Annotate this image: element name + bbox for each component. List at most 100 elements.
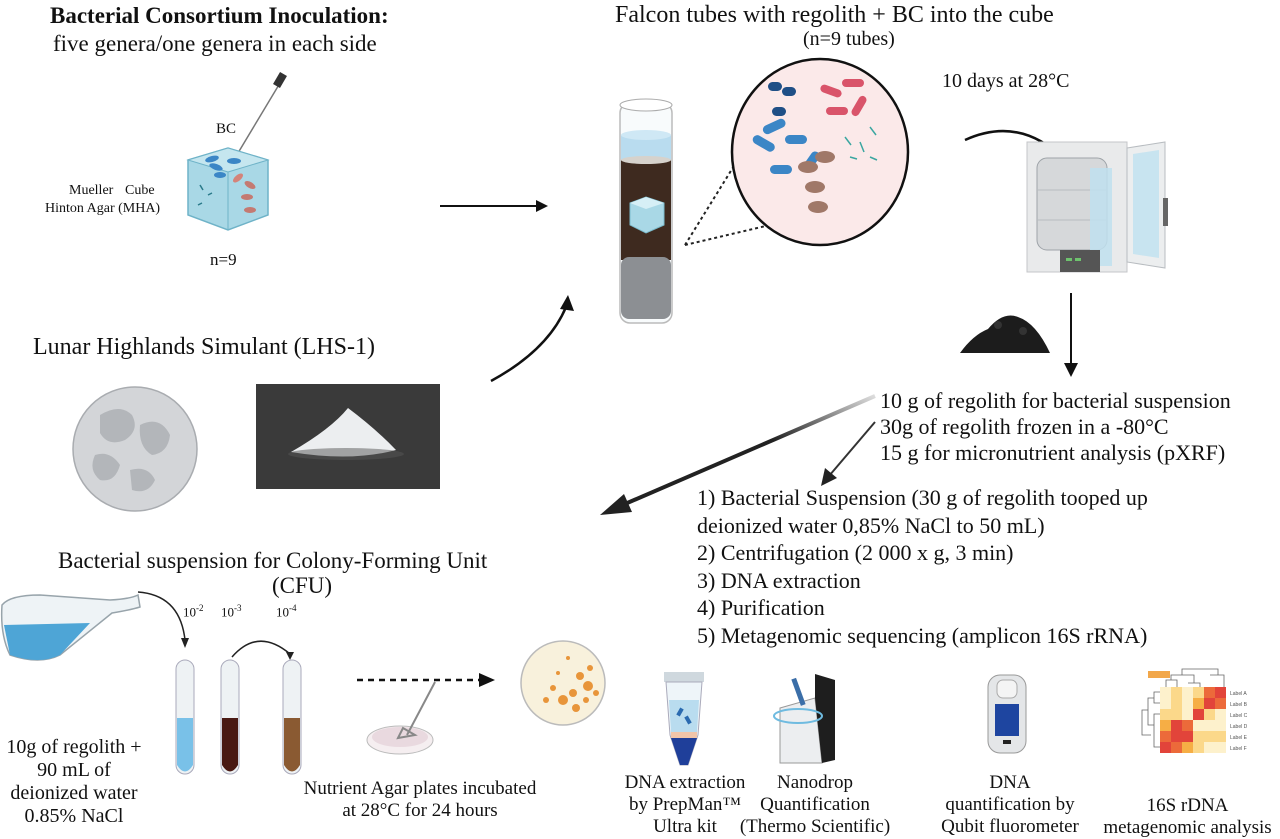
caption-line: DNA extraction — [624, 772, 746, 793]
regolith-powder-photo — [256, 384, 440, 489]
protocol-step: 3) DNA extraction — [697, 567, 861, 593]
heatmap-cell — [1204, 742, 1215, 753]
regolith-allocation-item: 30g of regolith frozen in a -80°C — [880, 414, 1169, 439]
heatmap-row-label: Label E — [1230, 735, 1248, 741]
dilution-label: 10-2 — [183, 603, 204, 620]
bacterium — [244, 181, 256, 189]
needle-hub — [273, 71, 287, 89]
heatmap-color-key — [1148, 671, 1170, 678]
colony-plate — [520, 640, 606, 726]
falcon-tube-illustration — [619, 98, 673, 324]
heatmap-cell — [1182, 698, 1193, 709]
protocol-step: 4) Purification — [697, 595, 825, 620]
heatmap-row-label: Label D — [1230, 724, 1248, 730]
heatmap-cell — [1215, 687, 1226, 698]
protocol-step: 2) Centrifugation (2 000 x g, 3 min) — [697, 540, 1014, 565]
heatmap-cell — [1182, 687, 1193, 698]
bacterium — [244, 207, 256, 213]
arrow-to-protocol — [821, 421, 876, 486]
falcon-subtitle: (n=9 tubes) — [803, 28, 895, 50]
suspension-line: deionized water — [10, 782, 138, 804]
caption-line: quantification by — [945, 794, 1075, 815]
pour-arrow — [137, 591, 189, 648]
caption-line: by PrepMan™ — [628, 794, 742, 815]
heatmap-cell — [1171, 687, 1182, 698]
bacteria-group-brown — [798, 151, 835, 213]
regolith-allocation-item: 15 g for micronutrient analysis (pXRF) — [880, 440, 1226, 465]
caption-line: metagenomic analysis — [1103, 817, 1272, 838]
heatmap-row-label: Label C — [1230, 713, 1248, 719]
suspension-composition-label: 10g of regolith + 90 mL of deionized wat… — [0, 736, 148, 828]
tool-caption-qubit: DNA quantification by Qubit fluorometer — [925, 772, 1095, 838]
heatmap-cell — [1182, 709, 1193, 720]
microtube-illustration — [664, 672, 704, 766]
tool-caption-prepman: DNA extraction by PrepMan™ Ultra kit — [620, 772, 750, 838]
erlenmeyer-flask — [0, 593, 141, 661]
arrow-to-cfu — [600, 394, 876, 515]
falcon-title: Falcon tubes with regolith + BC into the… — [615, 2, 1054, 28]
bacteria-magnified-circle — [730, 57, 910, 247]
heatmap-cell — [1215, 709, 1226, 720]
suspension-line: 90 mL of — [37, 759, 111, 781]
regolith-pile — [960, 315, 1050, 353]
plate-label-line: Nutrient Agar plates incubated — [303, 778, 537, 799]
incubation-duration-label: 10 days at 28°C — [942, 70, 1070, 92]
caption-line: 16S rDNA — [1146, 795, 1229, 816]
heatmap-cell — [1182, 742, 1193, 753]
protocol-steps-list: 1) Bacterial Suspension (30 g of regolit… — [697, 484, 1148, 649]
lhs-title: Lunar Highlands Simulant (LHS-1) — [33, 334, 375, 360]
tool-caption-nanodrop: Nanodrop Quantification (Thermo Scientif… — [730, 772, 900, 838]
bacterium — [241, 194, 253, 200]
bacterium — [205, 155, 219, 163]
bacteria-group-red — [820, 79, 867, 117]
test-tube-dilution-1 — [175, 659, 195, 775]
bacterium — [227, 158, 241, 164]
heatmap-row-label: Label B — [1230, 702, 1248, 708]
cfu-title-line2: (CFU) — [272, 573, 333, 598]
heatmap-cell — [1160, 720, 1171, 731]
cube-label: Cube — [125, 183, 155, 198]
heatmap-cell — [1171, 742, 1182, 753]
heatmap-cell — [1160, 742, 1171, 753]
tube-gravel-layer — [621, 257, 671, 319]
heatmap-cell — [1171, 709, 1182, 720]
test-tube-dilution-2 — [220, 659, 240, 775]
test-tube-dilution-3 — [282, 659, 302, 775]
inoculation-needle — [237, 82, 281, 154]
heatmap-cell — [1204, 687, 1215, 698]
tool-caption-16s: 16S rDNA metagenomic analysis — [1095, 795, 1280, 839]
heatmap-column-dendrogram — [1165, 668, 1225, 687]
incubator-illustration — [1026, 141, 1168, 273]
agar-cube-illustration — [186, 71, 287, 231]
heatmap-cell — [1204, 709, 1215, 720]
dilution-label: 10-3 — [221, 603, 242, 620]
regolith-allocation-item: 10 g of regolith for bacterial suspensio… — [880, 388, 1231, 413]
heatmap-cell — [1160, 698, 1171, 709]
regolith-allocation-list: 10 g of regolith for bacterial suspensio… — [880, 388, 1231, 466]
heatmap-cell — [1215, 731, 1226, 742]
arrow-cube-to-tube — [440, 200, 548, 212]
heatmap-cell — [1193, 698, 1204, 709]
heatmap-cell — [1193, 720, 1204, 731]
protocol-step: 5) Metagenomic sequencing (amplicon 16S … — [697, 622, 1148, 648]
inoculation-title: Bacterial Consortium Inoculation: — [50, 3, 389, 28]
qubit-illustration — [987, 674, 1027, 754]
dilution-label: 10-4 — [276, 603, 297, 620]
colonies — [543, 656, 599, 712]
tube-cube — [629, 196, 665, 234]
heatmap-row-label: Label A — [1230, 691, 1247, 697]
arrow-lhs-to-tube — [490, 295, 574, 383]
plate-label-line: at 28°C for 24 hours — [342, 800, 498, 821]
caption-line: Nanodrop — [777, 772, 853, 793]
dashed-arrow-to-plate — [357, 673, 495, 687]
heatmap-cell — [1204, 731, 1215, 742]
moon-illustration — [72, 386, 198, 512]
caption-line: Quantification — [760, 794, 870, 815]
mueller-label: Mueller — [69, 183, 114, 198]
heatmap-cell — [1182, 731, 1193, 742]
transfer-arrow — [231, 640, 294, 660]
protocol-step: deionized water 0,85% NaCl to 50 mL) — [697, 512, 1045, 538]
bacterium — [209, 163, 223, 171]
protocol-step: 1) Bacterial Suspension (30 g of regolit… — [697, 485, 1148, 510]
